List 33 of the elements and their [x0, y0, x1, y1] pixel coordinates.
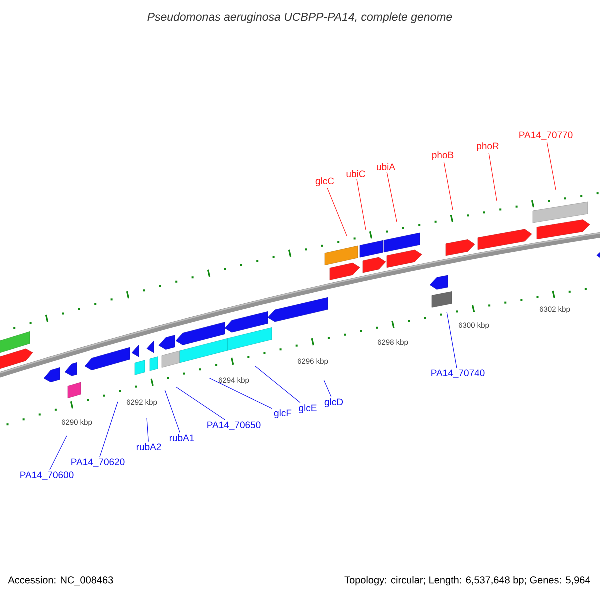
leader-line — [176, 386, 226, 420]
leader-line — [324, 380, 332, 398]
gene-label: glcD — [324, 398, 344, 408]
leader-line — [546, 142, 556, 190]
leader-line — [100, 402, 118, 458]
leader-line — [327, 188, 348, 236]
leader-line — [146, 418, 149, 442]
leader-line — [386, 172, 398, 222]
gene-label: PA14_70770 — [520, 132, 573, 140]
gene-label: PA14_70740 — [432, 370, 485, 378]
gene-label: PA14_70620 — [72, 458, 125, 468]
leader-line — [488, 152, 498, 202]
gene-label: glcC — [316, 178, 334, 186]
gene-label: rubA2 — [136, 444, 162, 450]
gene-label: phoR — [477, 142, 499, 152]
leader-line — [254, 366, 301, 404]
gene-label: ubiA — [377, 164, 396, 170]
leader-line — [208, 378, 273, 410]
leader-line — [446, 312, 458, 368]
leader-line — [356, 178, 366, 230]
leader-line — [444, 162, 454, 210]
accession-text: Accession: NC_008463 — [8, 576, 114, 586]
leader-line — [164, 390, 180, 434]
gene-label: rubA1 — [170, 434, 194, 442]
gene-label: PA14_70600 — [20, 472, 74, 480]
gene-label: glcE — [299, 404, 317, 414]
title: Pseudomonas aeruginosa UCBPP-PA14, complete genome — [148, 12, 452, 24]
gene-label: ubiC — [346, 170, 366, 178]
leader-line — [50, 436, 68, 470]
gene-label: phoB — [432, 152, 454, 160]
gene-label: glcF — [274, 410, 292, 418]
topology-text: Topology: circular; Length: 6,537,648 bp; Genes: 5,964 — [344, 576, 590, 586]
gene-label: PA14_70650 — [208, 422, 261, 430]
